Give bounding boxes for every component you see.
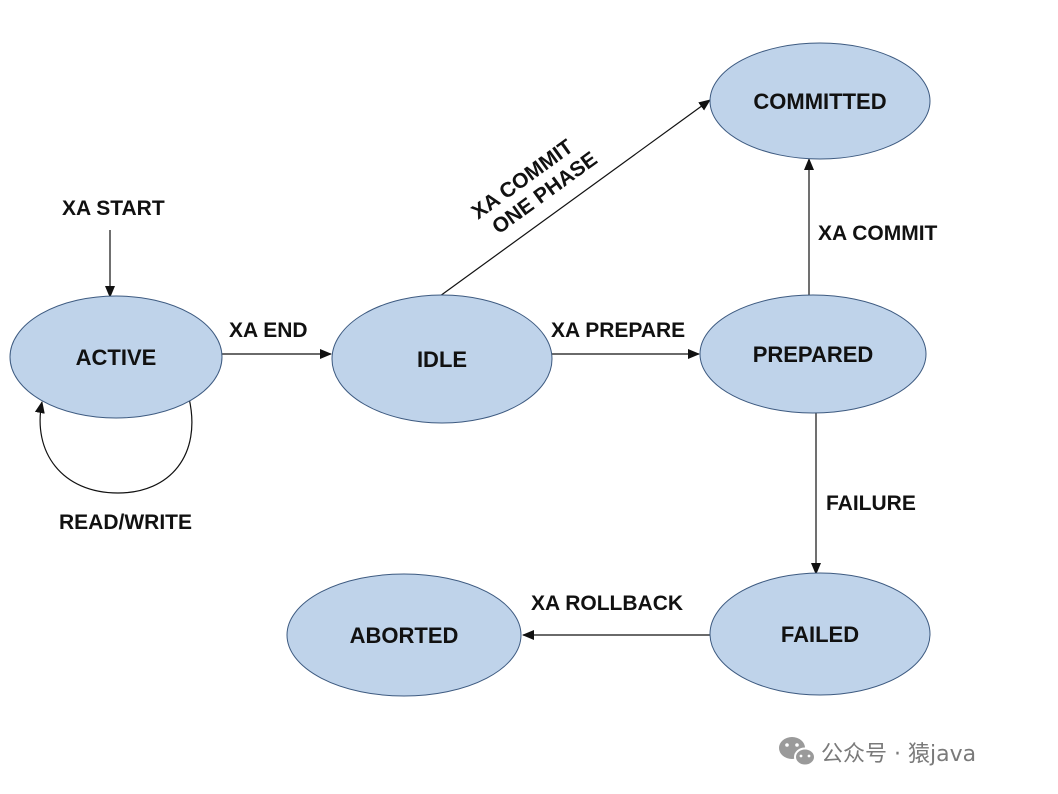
state-active-label: ACTIVE <box>76 345 157 370</box>
wechat-icon <box>779 737 816 767</box>
label-xa-commit: XA COMMIT <box>818 222 938 245</box>
state-aborted: ABORTED <box>286 573 522 697</box>
watermark-text: 公众号 · 猿java <box>821 742 976 767</box>
state-failed-label: FAILED <box>781 622 859 647</box>
label-failure: FAILURE <box>826 492 916 515</box>
edge-read-write-loop <box>34 397 193 494</box>
label-xa-end: XA END <box>229 319 308 342</box>
label-xa-commit-one-phase: XA COMMIT ONE PHASE <box>467 135 601 239</box>
state-committed-label: COMMITTED <box>753 89 886 114</box>
state-prepared: PREPARED <box>699 294 927 414</box>
watermark: 公众号 · 猿java <box>779 737 976 767</box>
state-aborted-label: ABORTED <box>350 623 459 648</box>
state-failed: FAILED <box>709 572 931 696</box>
label-xa-start: XA START <box>62 197 165 220</box>
state-idle-label: IDLE <box>417 347 467 372</box>
state-active: ACTIVE <box>9 295 223 419</box>
state-committed: COMMITTED <box>709 42 931 160</box>
edge-xa-commit-one-phase <box>439 99 711 297</box>
label-read-write: READ/WRITE <box>59 511 192 534</box>
state-idle: IDLE <box>331 294 553 424</box>
label-xa-prepare: XA PREPARE <box>551 319 685 342</box>
state-prepared-label: PREPARED <box>753 342 874 367</box>
label-xa-rollback: XA ROLLBACK <box>531 592 683 615</box>
